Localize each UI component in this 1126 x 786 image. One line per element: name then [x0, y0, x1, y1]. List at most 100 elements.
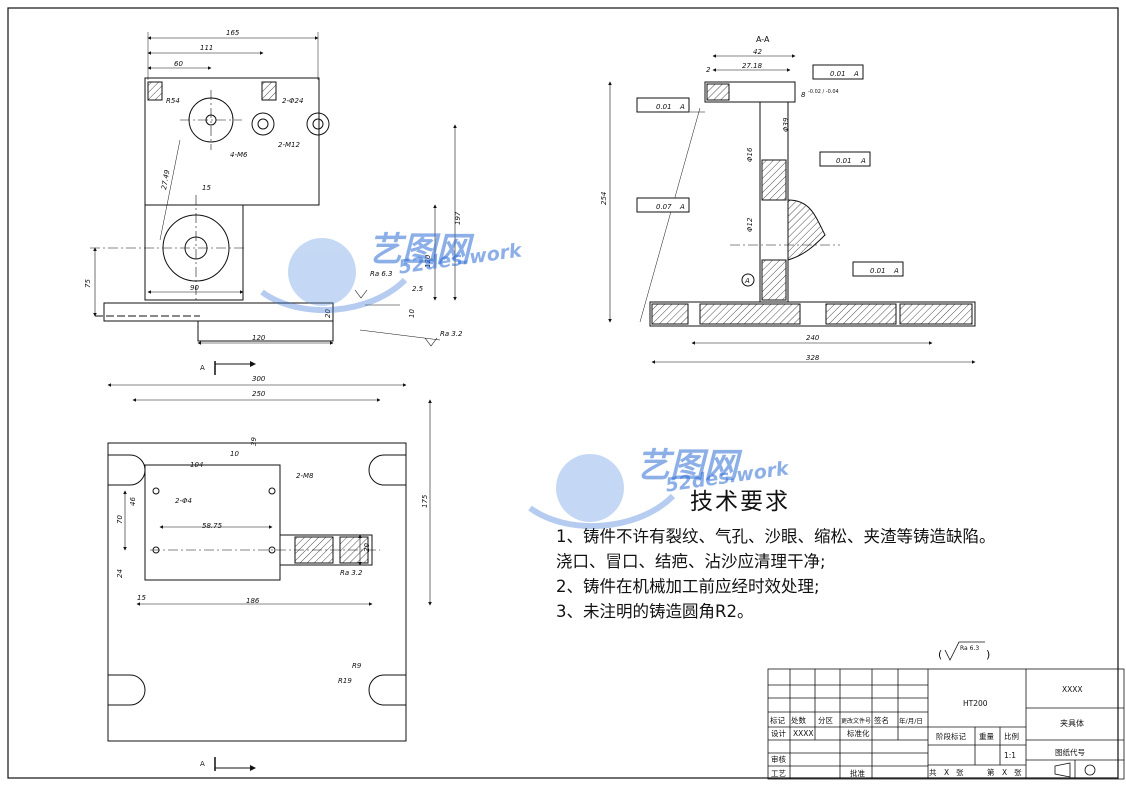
dim-20-plan: 20 [363, 543, 371, 552]
dim-120-h: 120 [252, 334, 266, 342]
dim-27-49: 27.49 [160, 169, 171, 191]
surface-roughness-note: ( Ra 6.3 ) [938, 641, 990, 661]
tol-1: 0.01 [830, 70, 846, 78]
tb-x2: X [1002, 768, 1007, 777]
tech-requirement-1-cont: 浇口、冒口、结疤、沾沙应清理干净; [556, 552, 826, 571]
dim-15: 15 [202, 184, 211, 192]
arrow-label-bottom: A [200, 760, 205, 768]
dim-4m6: 4-M6 [230, 151, 248, 159]
tb-approve: 批准 [850, 768, 865, 778]
dim-58-75: 58.75 [202, 522, 223, 530]
tb-top-right: XXXX [1062, 685, 1083, 694]
dim-120-v: 120 [424, 254, 432, 268]
svg-text:(: ( [938, 648, 942, 661]
tb-sheets2: 张 [1014, 768, 1022, 777]
dim-r9: R9 [352, 662, 362, 670]
tech-requirements-title: 技术要求 [690, 489, 790, 515]
tb-scale: 比例 [1004, 731, 1019, 741]
dim-15-plan: 15 [137, 594, 146, 602]
tol-4: 0.07 [656, 203, 672, 211]
tb-label-zone: 分区 [818, 716, 833, 725]
dim-2m8: 2-M8 [296, 472, 314, 480]
tb-total: 共 [929, 768, 937, 777]
dim-27-18: 27.18 [742, 62, 763, 70]
tb-material: HT200 [963, 699, 988, 708]
tol-2: 0.01 [656, 103, 672, 111]
tb-sheets1: 张 [956, 768, 964, 777]
dim-75: 75 [84, 279, 92, 288]
tol-3: 0.01 [836, 157, 852, 165]
tb-label-date: 年/月/日 [899, 716, 923, 725]
datum-a: A [744, 277, 750, 285]
tb-design-value: XXXX [793, 729, 814, 738]
tb-process: 工艺 [771, 769, 786, 778]
dim-197: 197 [454, 211, 462, 225]
tol-datum-1: A [853, 70, 859, 78]
front-view [90, 32, 457, 347]
plan-view-labels: 300 250 39 104 10 2-M8 2-Φ4 46 70 58.75 … [116, 364, 429, 768]
watermark-logo-1 [260, 238, 408, 313]
svg-text:): ) [986, 648, 990, 661]
tb-check: 审核 [771, 754, 786, 764]
tb-page: 第 [987, 767, 995, 777]
dim-10: 10 [230, 450, 239, 458]
watermark-brand-2: 艺图网 [636, 446, 738, 486]
title-block-text: HT200 XXXX 夹具体 图纸代号 标记 处数 分区 更改文件号 签名 年/… [770, 685, 1085, 778]
ra-3-2-plan: Ra 3.2 [340, 569, 363, 577]
tb-drawing-no: 图纸代号 [1055, 747, 1085, 757]
tb-part-name: 夹具体 [1060, 718, 1084, 728]
dim-46: 46 [129, 497, 137, 506]
dim-328: 328 [806, 354, 820, 362]
dim-10: 10 [408, 309, 416, 318]
dim-r54: R54 [166, 97, 180, 105]
dim-2phi24: 2-Φ24 [282, 97, 303, 105]
tb-label-change: 更改文件号 [841, 717, 871, 725]
surface-note-text: Ra 6.3 [960, 645, 979, 652]
section-view-labels: A-A 42 27.18 2 0.01 A 0.01 A 0.01 A 0.07… [600, 35, 899, 362]
dim-2: 2 [706, 66, 711, 74]
dim-165: 165 [226, 29, 240, 37]
tol-datum-4: A [679, 203, 685, 211]
dim-90: 90 [190, 284, 199, 292]
plan-view [108, 361, 432, 771]
tb-label-count: 处数 [791, 715, 806, 725]
dim-300: 300 [252, 375, 266, 383]
section-view [608, 54, 976, 364]
dim-2phi4: 2-Φ4 [175, 497, 192, 505]
dim-42: 42 [753, 48, 762, 56]
dim-175: 175 [421, 494, 429, 508]
front-view-labels: 165 111 60 R54 2-Φ24 2-M12 4-M6 27.49 15… [84, 29, 463, 342]
tb-design: 设计 [771, 728, 786, 738]
dim-60: 60 [174, 60, 183, 68]
arrow-label-top: A [200, 364, 205, 372]
title-block [767, 668, 1125, 780]
tb-x1: X [944, 768, 949, 777]
tol-datum-5: A [893, 267, 899, 275]
tb-scale-value: 1:1 [1004, 751, 1016, 760]
tb-standardize: 标准化 [847, 728, 870, 738]
ra-6-3-front: Ra 6.3 [370, 270, 393, 278]
tol-datum-2: A [679, 103, 685, 111]
tech-requirement-2: 2、铸件在机械加工前应经时效处理; [556, 577, 820, 596]
dim-r19: R19 [338, 677, 352, 685]
watermark-brand-1: 艺图网 [368, 230, 470, 270]
dim-104: 104 [190, 461, 203, 469]
watermark-logo-2 [528, 454, 676, 529]
dim-2-5: 2.5 [412, 285, 424, 293]
tb-label-mark: 标记 [770, 715, 785, 725]
fit-8: 8 [801, 91, 806, 99]
tb-stage: 阶段标记 [936, 731, 966, 741]
tol-datum-3: A [860, 157, 866, 165]
fit-8-tol: -0.02 / -0.04 [808, 89, 839, 95]
dim-phi12: Φ12 [746, 217, 754, 232]
ra-3-2-front: Ra 3.2 [440, 330, 463, 338]
tech-requirement-1: 1、铸件不许有裂纹、气孔、沙眼、缩松、夹渣等铸造缺陷。 [556, 527, 996, 546]
dim-phi39: Φ39 [782, 117, 790, 132]
tol-5: 0.01 [870, 267, 886, 275]
dim-39: 39 [250, 437, 258, 446]
dim-phi16: Φ16 [746, 147, 754, 162]
tb-weight: 重量 [979, 732, 994, 741]
dim-20: 20 [324, 309, 332, 318]
